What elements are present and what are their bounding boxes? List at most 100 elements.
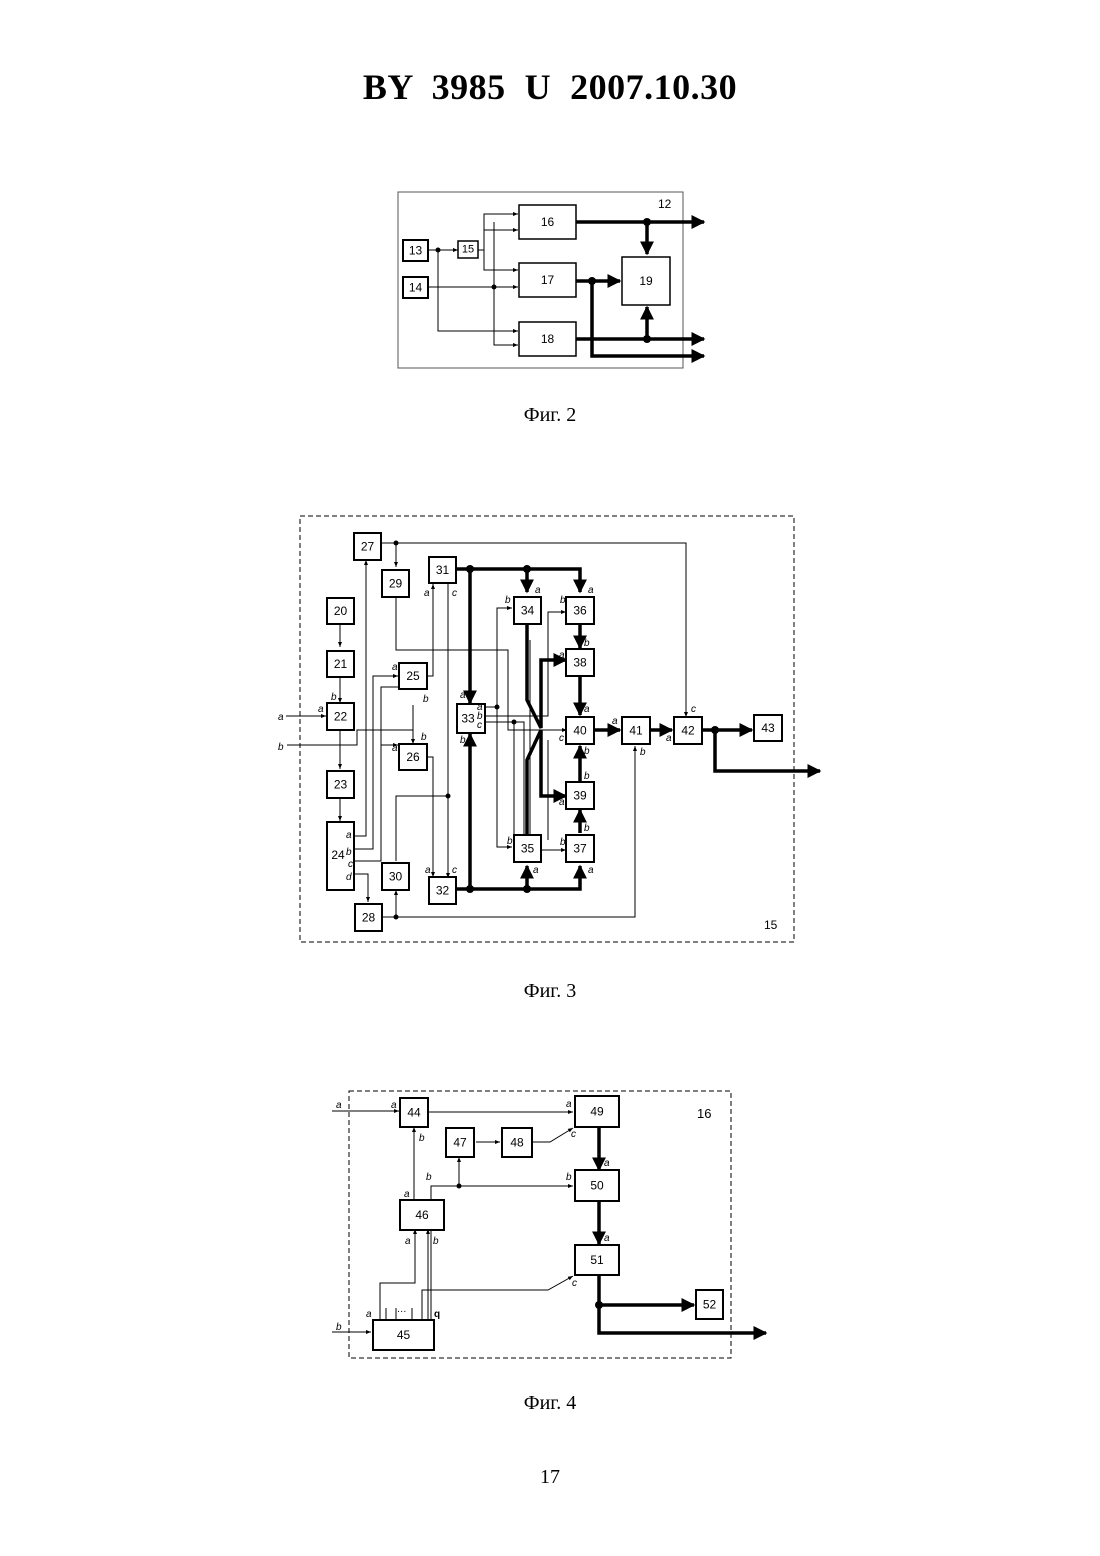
block-49: 49 bbox=[575, 1096, 619, 1127]
svg-text:26: 26 bbox=[406, 750, 420, 764]
block-40: 40 bbox=[566, 717, 594, 744]
block-28: 28 bbox=[355, 904, 382, 931]
svg-text:b: b bbox=[460, 735, 466, 746]
block-21: 21 bbox=[327, 651, 354, 677]
svg-text:a: a bbox=[392, 743, 398, 754]
block-37: 37 bbox=[566, 835, 594, 862]
svg-text:45: 45 bbox=[397, 1328, 411, 1342]
block-27: 27 bbox=[354, 533, 381, 560]
svg-text:a: a bbox=[559, 650, 565, 661]
figure-2-frame-label: 12 bbox=[658, 197, 672, 211]
svg-text:34: 34 bbox=[521, 604, 535, 618]
svg-text:b: b bbox=[505, 595, 511, 606]
svg-text:17: 17 bbox=[541, 273, 555, 287]
svg-text:28: 28 bbox=[362, 911, 376, 925]
svg-text:36: 36 bbox=[573, 604, 587, 618]
block-34: 34 bbox=[514, 597, 541, 624]
figure-3-frame-label: 15 bbox=[764, 918, 778, 932]
svg-text:b: b bbox=[640, 747, 646, 758]
svg-text:c: c bbox=[452, 865, 457, 876]
svg-text:b: b bbox=[419, 1133, 425, 1144]
block-16: 16 bbox=[519, 205, 576, 239]
svg-text:b: b bbox=[331, 692, 337, 703]
svg-text:39: 39 bbox=[573, 789, 587, 803]
block-36: 36 bbox=[566, 597, 594, 624]
svg-text:a: a bbox=[588, 865, 594, 876]
block-43: 43 bbox=[754, 715, 782, 741]
svg-text:18: 18 bbox=[541, 332, 555, 346]
svg-text:c: c bbox=[559, 733, 564, 744]
block-35: 35 bbox=[514, 835, 541, 862]
svg-text:33: 33 bbox=[461, 712, 475, 726]
block-20: 20 bbox=[327, 598, 354, 624]
svg-text:c: c bbox=[691, 704, 696, 715]
figure-4-diagram: 44 45 46 47 48 49 50 51 52 a a b b a … q… bbox=[0, 1080, 1100, 1370]
svg-text:44: 44 bbox=[407, 1106, 421, 1120]
svg-text:a: a bbox=[405, 1236, 411, 1247]
svg-text:20: 20 bbox=[334, 604, 348, 618]
svg-text:a: a bbox=[318, 704, 324, 715]
svg-text:23: 23 bbox=[334, 778, 348, 792]
svg-text:47: 47 bbox=[453, 1136, 467, 1150]
figure-2-caption: Фиг. 2 bbox=[450, 404, 650, 427]
svg-text:a: a bbox=[391, 1100, 397, 1111]
svg-text:52: 52 bbox=[703, 1298, 717, 1312]
svg-text:a: a bbox=[559, 797, 565, 808]
block-18: 18 bbox=[519, 322, 576, 356]
svg-text:a: a bbox=[336, 1100, 342, 1111]
svg-text:31: 31 bbox=[436, 563, 450, 577]
figure-3-diagram: 20 21 22 23 24 25 26 27 28 29 30 31 32 3… bbox=[0, 500, 1100, 960]
svg-text:b: b bbox=[278, 742, 284, 753]
svg-text:a: a bbox=[588, 585, 594, 596]
svg-text:15: 15 bbox=[462, 244, 474, 256]
svg-text:b: b bbox=[584, 823, 590, 834]
svg-text:b: b bbox=[421, 732, 427, 743]
svg-text:a: a bbox=[584, 704, 590, 715]
block-30: 30 bbox=[382, 863, 409, 890]
svg-text:a: a bbox=[666, 733, 672, 744]
svg-text:50: 50 bbox=[590, 1179, 604, 1193]
svg-text:a: a bbox=[604, 1158, 610, 1169]
svg-text:32: 32 bbox=[436, 884, 450, 898]
document-header: BY 3985 U 2007.10.30 bbox=[0, 66, 1100, 108]
figure-4-caption: Фиг. 4 bbox=[450, 1392, 650, 1415]
block-17: 17 bbox=[519, 263, 576, 297]
figure-2-diagram: 13 14 15 16 17 18 19 12 bbox=[0, 180, 1100, 380]
block-48: 48 bbox=[502, 1128, 532, 1157]
svg-text:48: 48 bbox=[510, 1136, 524, 1150]
block-44: 44 bbox=[400, 1098, 428, 1127]
svg-text:38: 38 bbox=[573, 656, 587, 670]
block-50: 50 bbox=[575, 1170, 619, 1201]
svg-text:a: a bbox=[346, 830, 352, 841]
svg-text:a: a bbox=[604, 1233, 610, 1244]
svg-text:a: a bbox=[535, 585, 541, 596]
svg-text:35: 35 bbox=[521, 842, 535, 856]
svg-text:27: 27 bbox=[361, 540, 375, 554]
svg-text:c: c bbox=[477, 720, 482, 731]
svg-text:25: 25 bbox=[406, 669, 420, 683]
svg-text:c: c bbox=[452, 588, 457, 599]
svg-text:a: a bbox=[366, 1309, 372, 1320]
block-15: 15 bbox=[458, 241, 478, 258]
block-14: 14 bbox=[403, 277, 428, 298]
svg-text:b: b bbox=[560, 837, 566, 848]
block-38: 38 bbox=[566, 649, 594, 676]
svg-text:16: 16 bbox=[541, 215, 555, 229]
svg-text:30: 30 bbox=[389, 870, 403, 884]
block-52: 52 bbox=[696, 1290, 723, 1319]
svg-text:c: c bbox=[571, 1129, 576, 1140]
svg-text:29: 29 bbox=[389, 577, 403, 591]
block-42: 42 bbox=[674, 717, 702, 744]
svg-text:b: b bbox=[433, 1236, 439, 1247]
block-29: 29 bbox=[382, 570, 409, 597]
svg-text:a: a bbox=[392, 662, 398, 673]
svg-text:40: 40 bbox=[573, 724, 587, 738]
svg-text:a: a bbox=[425, 865, 431, 876]
svg-text:42: 42 bbox=[681, 724, 695, 738]
svg-text:46: 46 bbox=[415, 1208, 429, 1222]
svg-text:43: 43 bbox=[761, 721, 775, 735]
block-13: 13 bbox=[403, 240, 428, 261]
block-19: 19 bbox=[622, 257, 670, 305]
svg-text:37: 37 bbox=[573, 842, 587, 856]
svg-text:c: c bbox=[572, 1278, 577, 1289]
